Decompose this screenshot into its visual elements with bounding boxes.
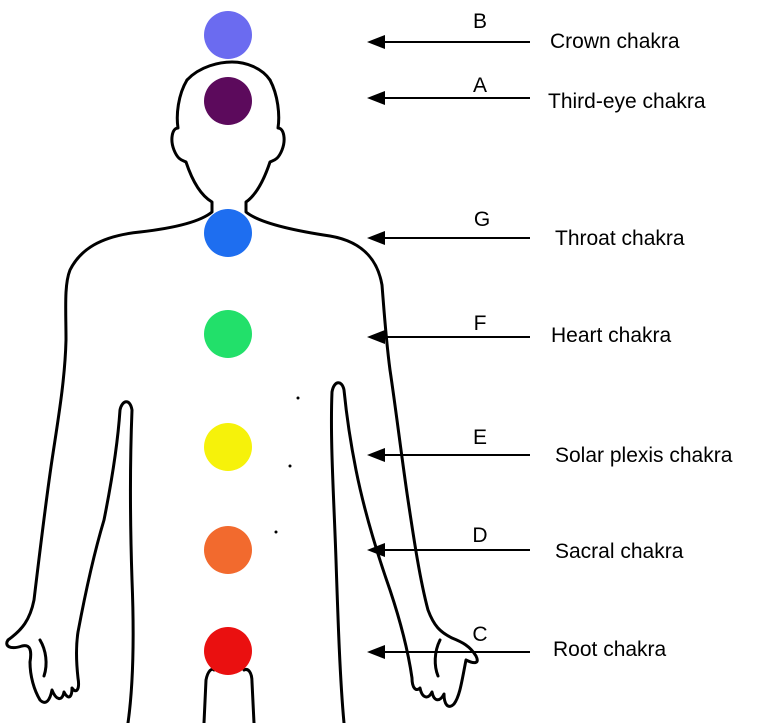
root-chakra-letter: C — [472, 623, 487, 646]
throat-chakra-letter: G — [474, 208, 490, 231]
heart-chakra-label: Heart chakra — [551, 324, 672, 347]
third-eye-chakra-label: Third-eye chakra — [548, 90, 706, 113]
crown-chakra-label: Crown chakra — [550, 30, 680, 53]
throat-chakra-dot — [204, 209, 252, 257]
body-outline — [7, 62, 478, 723]
crown-chakra-dot — [204, 11, 252, 59]
sacral-chakra-dot — [204, 526, 252, 574]
sacral-chakra-letter: D — [472, 524, 487, 547]
throat-chakra-label: Throat chakra — [555, 227, 685, 250]
third-eye-chakra-dot — [204, 77, 252, 125]
third-eye-chakra-arrowhead — [367, 91, 385, 105]
throat-chakra-arrowhead — [367, 231, 385, 245]
solar-plexis-chakra-label: Solar plexis chakra — [555, 444, 733, 467]
root-chakra-dot — [204, 627, 252, 675]
solar-plexis-chakra-arrowhead — [367, 448, 385, 462]
third-eye-chakra-letter: A — [473, 74, 487, 97]
crown-chakra-letter: B — [473, 10, 487, 33]
chakra-dots — [204, 11, 252, 675]
crown-chakra-arrowhead — [367, 35, 385, 49]
root-chakra-arrowhead — [367, 645, 385, 659]
heart-chakra-arrowhead — [367, 330, 385, 344]
sacral-chakra-label: Sacral chakra — [555, 540, 684, 563]
heart-chakra-letter: F — [474, 312, 487, 335]
solar-plexis-chakra-dot — [204, 423, 252, 471]
body-specks — [275, 397, 300, 534]
heart-chakra-dot — [204, 310, 252, 358]
solar-plexis-chakra-letter: E — [473, 426, 487, 449]
root-chakra-label: Root chakra — [553, 638, 667, 661]
